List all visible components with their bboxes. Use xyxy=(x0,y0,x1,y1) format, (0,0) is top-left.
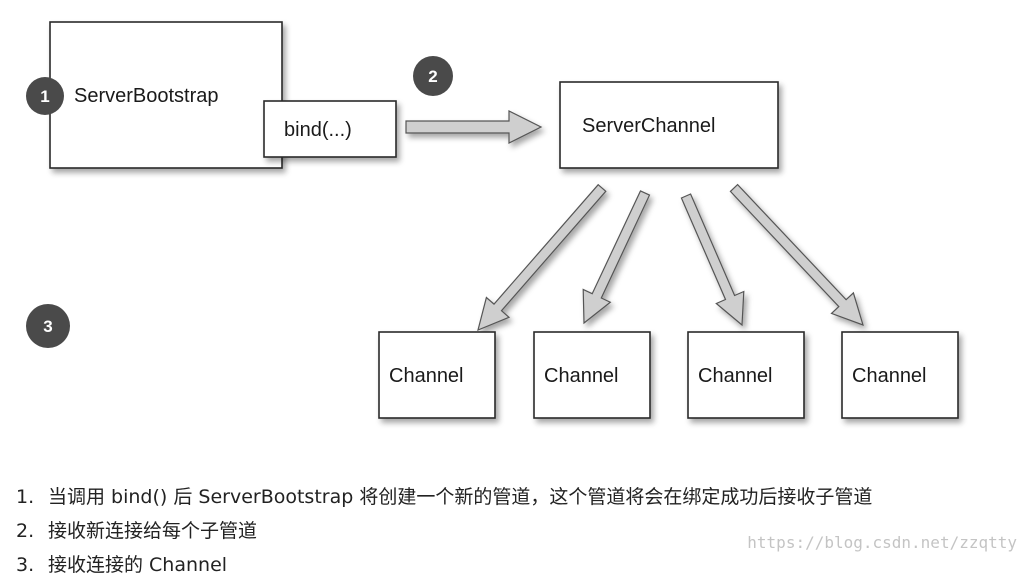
channel-node-4: Channel xyxy=(841,331,959,419)
note-item: 3. 接收连接的 Channel xyxy=(16,548,872,582)
watermark: https://blog.csdn.net/zzqtty xyxy=(747,533,1017,552)
child-channel-arrows xyxy=(477,183,864,332)
note-item: 1. 当调用 bind() 后 ServerBootstrap 将创建一个新的管道… xyxy=(16,480,872,514)
child-arrow-1 xyxy=(477,183,607,332)
netty-bootstrap-diagram: ServerBootstrap bind(...) ServerChannel … xyxy=(26,21,959,419)
note-number: 2. xyxy=(16,520,35,542)
step-badge-3: 3 xyxy=(26,304,70,348)
bind-label: bind(...) xyxy=(284,119,352,141)
note-item: 2. 接收新连接给每个子管道 xyxy=(16,514,872,548)
server-channel-node: ServerChannel xyxy=(559,81,779,169)
note-number: 1. xyxy=(16,486,35,508)
note-text: 当调用 bind() 后 ServerBootstrap 将创建一个新的管道，这… xyxy=(48,486,873,508)
bind-arrow xyxy=(405,110,543,144)
channel-label-2: Channel xyxy=(544,365,619,387)
child-arrow-3 xyxy=(680,193,745,327)
note-number: 3. xyxy=(16,554,35,576)
channel-node-2: Channel xyxy=(533,331,651,419)
child-arrow-4 xyxy=(729,183,864,326)
server-bootstrap-node: ServerBootstrap xyxy=(49,21,283,169)
channel-label-3: Channel xyxy=(698,365,773,387)
notes-list: 1. 当调用 bind() 后 ServerBootstrap 将创建一个新的管道… xyxy=(16,480,872,582)
step-badge-2: 2 xyxy=(413,56,453,96)
channel-node-1: Channel xyxy=(378,331,496,419)
channel-label-4: Channel xyxy=(852,365,927,387)
child-arrow-2 xyxy=(582,190,651,325)
note-text: 接收连接的 Channel xyxy=(48,554,228,576)
step-badge-1: 1 xyxy=(26,77,64,115)
step-badge-3-text: 3 xyxy=(43,317,52,336)
channel-node-3: Channel xyxy=(687,331,805,419)
server-bootstrap-label: ServerBootstrap xyxy=(74,85,219,107)
note-text: 接收新连接给每个子管道 xyxy=(48,520,258,542)
channel-label-1: Channel xyxy=(389,365,464,387)
step-badge-1-text: 1 xyxy=(40,87,49,106)
step-badge-2-text: 2 xyxy=(428,67,437,86)
bind-node: bind(...) xyxy=(263,100,397,158)
server-channel-label: ServerChannel xyxy=(582,115,715,137)
